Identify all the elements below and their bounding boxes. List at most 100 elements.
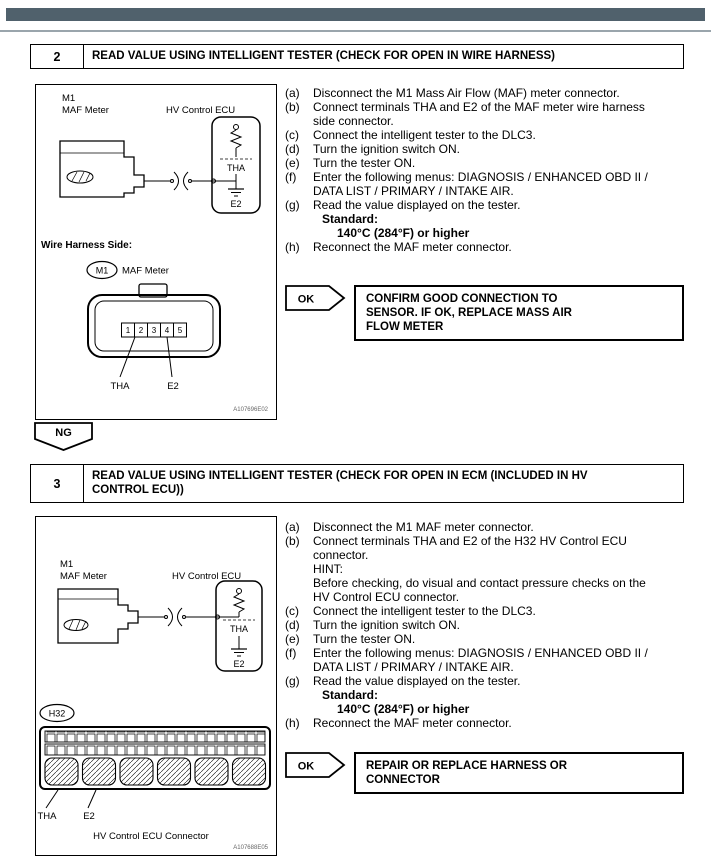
instruction-text: Enter the following menus: DIAGNOSIS / E…	[313, 646, 648, 674]
instruction-letter: (b)	[285, 534, 300, 548]
instruction-row: (a) Disconnect the M1 Mass Air Flow (MAF…	[285, 86, 657, 100]
wire-and-coupler	[138, 607, 216, 627]
instruction-letter: (g)	[285, 198, 300, 212]
pin-3: 3	[152, 326, 157, 335]
ok-flag-label: OK	[298, 294, 315, 306]
hint-label: HINT:	[313, 562, 343, 576]
ok-flag: OK	[285, 752, 346, 778]
step-3-header: 3 READ VALUE USING INTELLIGENT TESTER (C…	[30, 464, 684, 503]
instruction-text: Connect terminals THA and E2 of the MAF …	[313, 100, 645, 128]
ecu-label: HV Control ECU	[166, 105, 235, 116]
instruction-text: Enter the following menus: DIAGNOSIS / E…	[313, 170, 648, 198]
pin-1: 1	[126, 326, 131, 335]
instruction-text: Turn the ignition switch ON.	[313, 142, 460, 156]
instruction-letter: (d)	[285, 142, 300, 156]
instruction-letter: (e)	[285, 632, 300, 646]
instruction-letter: (e)	[285, 156, 300, 170]
connector-oval-label: M1	[96, 266, 109, 276]
pin-4: 4	[165, 326, 170, 335]
instruction-letter: (f)	[285, 646, 297, 660]
ok-flag: OK	[285, 285, 346, 311]
instruction-row: (f) Enter the following menus: DIAGNOSIS…	[285, 170, 657, 198]
step-3-ok-row: OK REPAIR OR REPLACE HARNESS OR CONNECTO…	[285, 752, 684, 794]
hint-text: Before checking, do visual and contact p…	[313, 576, 646, 604]
e2-terminal-label: E2	[230, 199, 241, 209]
instruction-text: Disconnect the M1 Mass Air Flow (MAF) me…	[313, 86, 620, 100]
ok-result-text: CONFIRM GOOD CONNECTION TO SENSOR. IF OK…	[366, 293, 572, 333]
connector-name-label: MAF Meter	[122, 266, 169, 277]
instruction-letter: (a)	[285, 520, 300, 534]
instruction-letter: (h)	[285, 716, 300, 730]
maf-label-line1: M1	[62, 93, 75, 104]
pin-tha-label: THA	[111, 381, 131, 392]
pin-5: 5	[178, 326, 183, 335]
instruction-row: (c) Connect the intelligent tester to th…	[285, 128, 657, 142]
instruction-row: (c) Connect the intelligent tester to th…	[285, 604, 657, 618]
step-3-ok-result-box: REPAIR OR REPLACE HARNESS OR CONNECTOR	[354, 752, 684, 794]
ng-flag: NG	[34, 422, 93, 451]
tha-terminal-label: THA	[230, 624, 248, 634]
step-3-title: READ VALUE USING INTELLIGENT TESTER (CHE…	[92, 470, 588, 496]
connector-id: M1 MAF Meter	[86, 260, 169, 280]
instruction-letter: (f)	[285, 170, 297, 184]
step-2-header: 2 READ VALUE USING INTELLIGENT TESTER (C…	[30, 44, 684, 69]
instruction-letter: (c)	[285, 128, 299, 142]
instruction-letter: (b)	[285, 100, 300, 114]
instruction-letter: (d)	[285, 618, 300, 632]
maf-label-line2: MAF Meter	[60, 571, 107, 582]
standard-value: 140°C (284°F) or higher	[337, 702, 470, 716]
pin-2: 2	[139, 326, 144, 335]
maf-label-line2: MAF Meter	[62, 105, 109, 116]
pin-e2-label: E2	[83, 811, 95, 822]
ok-flag-label: OK	[298, 761, 315, 773]
instruction-row: (g) Read the value displayed on the test…	[285, 198, 657, 212]
tha-terminal-label: THA	[227, 163, 245, 173]
instruction-row: (e) Turn the tester ON.	[285, 156, 657, 170]
instruction-text: Reconnect the MAF meter connector.	[313, 240, 512, 254]
step-2-ok-result-box: CONFIRM GOOD CONNECTION TO SENSOR. IF OK…	[354, 285, 684, 341]
instruction-row: (d) Turn the ignition switch ON.	[285, 618, 657, 632]
e2-terminal-label: E2	[233, 659, 244, 669]
instruction-letter: (c)	[285, 604, 299, 618]
standard-value: 140°C (284°F) or higher	[337, 226, 470, 240]
hv-ecu-connector-diagram: M1 MAF Meter HV Control ECU THA E2 H32 T…	[38, 559, 271, 851]
instruction-text: Connect the intelligent tester to the DL…	[313, 604, 536, 618]
step-2-diagram: M1 MAF Meter HV Control ECU THA E2 Wire …	[35, 84, 277, 420]
maf-meter-drawing	[57, 588, 139, 644]
instruction-row: (a) Disconnect the M1 MAF meter connecto…	[285, 520, 657, 534]
instruction-text: Reconnect the MAF meter connector.	[313, 716, 512, 730]
ok-result-text: REPAIR OR REPLACE HARNESS OR CONNECTOR	[366, 760, 568, 786]
hv-ecu-drawing	[215, 580, 263, 672]
step-3-instructions: (a) Disconnect the M1 MAF meter connecto…	[285, 520, 657, 730]
instruction-text: Turn the tester ON.	[313, 156, 416, 170]
pin-tha-label: THA	[38, 811, 58, 822]
instruction-text: Read the value displayed on the tester.	[313, 674, 521, 688]
instruction-row: (d) Turn the ignition switch ON.	[285, 142, 657, 156]
page-top-bar	[6, 8, 705, 21]
ecu-label: HV Control ECU	[172, 571, 241, 582]
step-2-number: 2	[31, 45, 84, 68]
instruction-letter: (a)	[285, 86, 300, 100]
ecu-connector-face-drawing	[39, 726, 271, 809]
instruction-text: Connect the intelligent tester to the DL…	[313, 128, 536, 142]
instruction-row: (b) Connect terminals THA and E2 of the …	[285, 100, 657, 128]
maf-label-line1: M1	[60, 559, 73, 570]
connector-face-drawing	[87, 283, 221, 378]
ng-flag-label: NG	[55, 427, 72, 439]
instruction-letter: (g)	[285, 674, 300, 688]
instruction-letter: (h)	[285, 240, 300, 254]
header-rule	[0, 30, 711, 32]
step-2-instructions: (a) Disconnect the M1 Mass Air Flow (MAF…	[285, 86, 657, 254]
standard-label: Standard:	[322, 688, 379, 702]
instruction-row: (h) Reconnect the MAF meter connector.	[285, 716, 657, 730]
hv-ecu-drawing	[211, 116, 261, 214]
instruction-text: Turn the ignition switch ON.	[313, 618, 460, 632]
instruction-text: Connect terminals THA and E2 of the H32 …	[313, 534, 627, 562]
instruction-text: Turn the tester ON.	[313, 632, 416, 646]
instruction-text: Disconnect the M1 MAF meter connector.	[313, 520, 534, 534]
pin-e2-label: E2	[167, 381, 179, 392]
step-3-diagram: M1 MAF Meter HV Control ECU THA E2 H32 T…	[35, 516, 277, 856]
instruction-row: (b) Connect terminals THA and E2 of the …	[285, 534, 657, 562]
figure-code: A107696E02	[233, 407, 268, 413]
